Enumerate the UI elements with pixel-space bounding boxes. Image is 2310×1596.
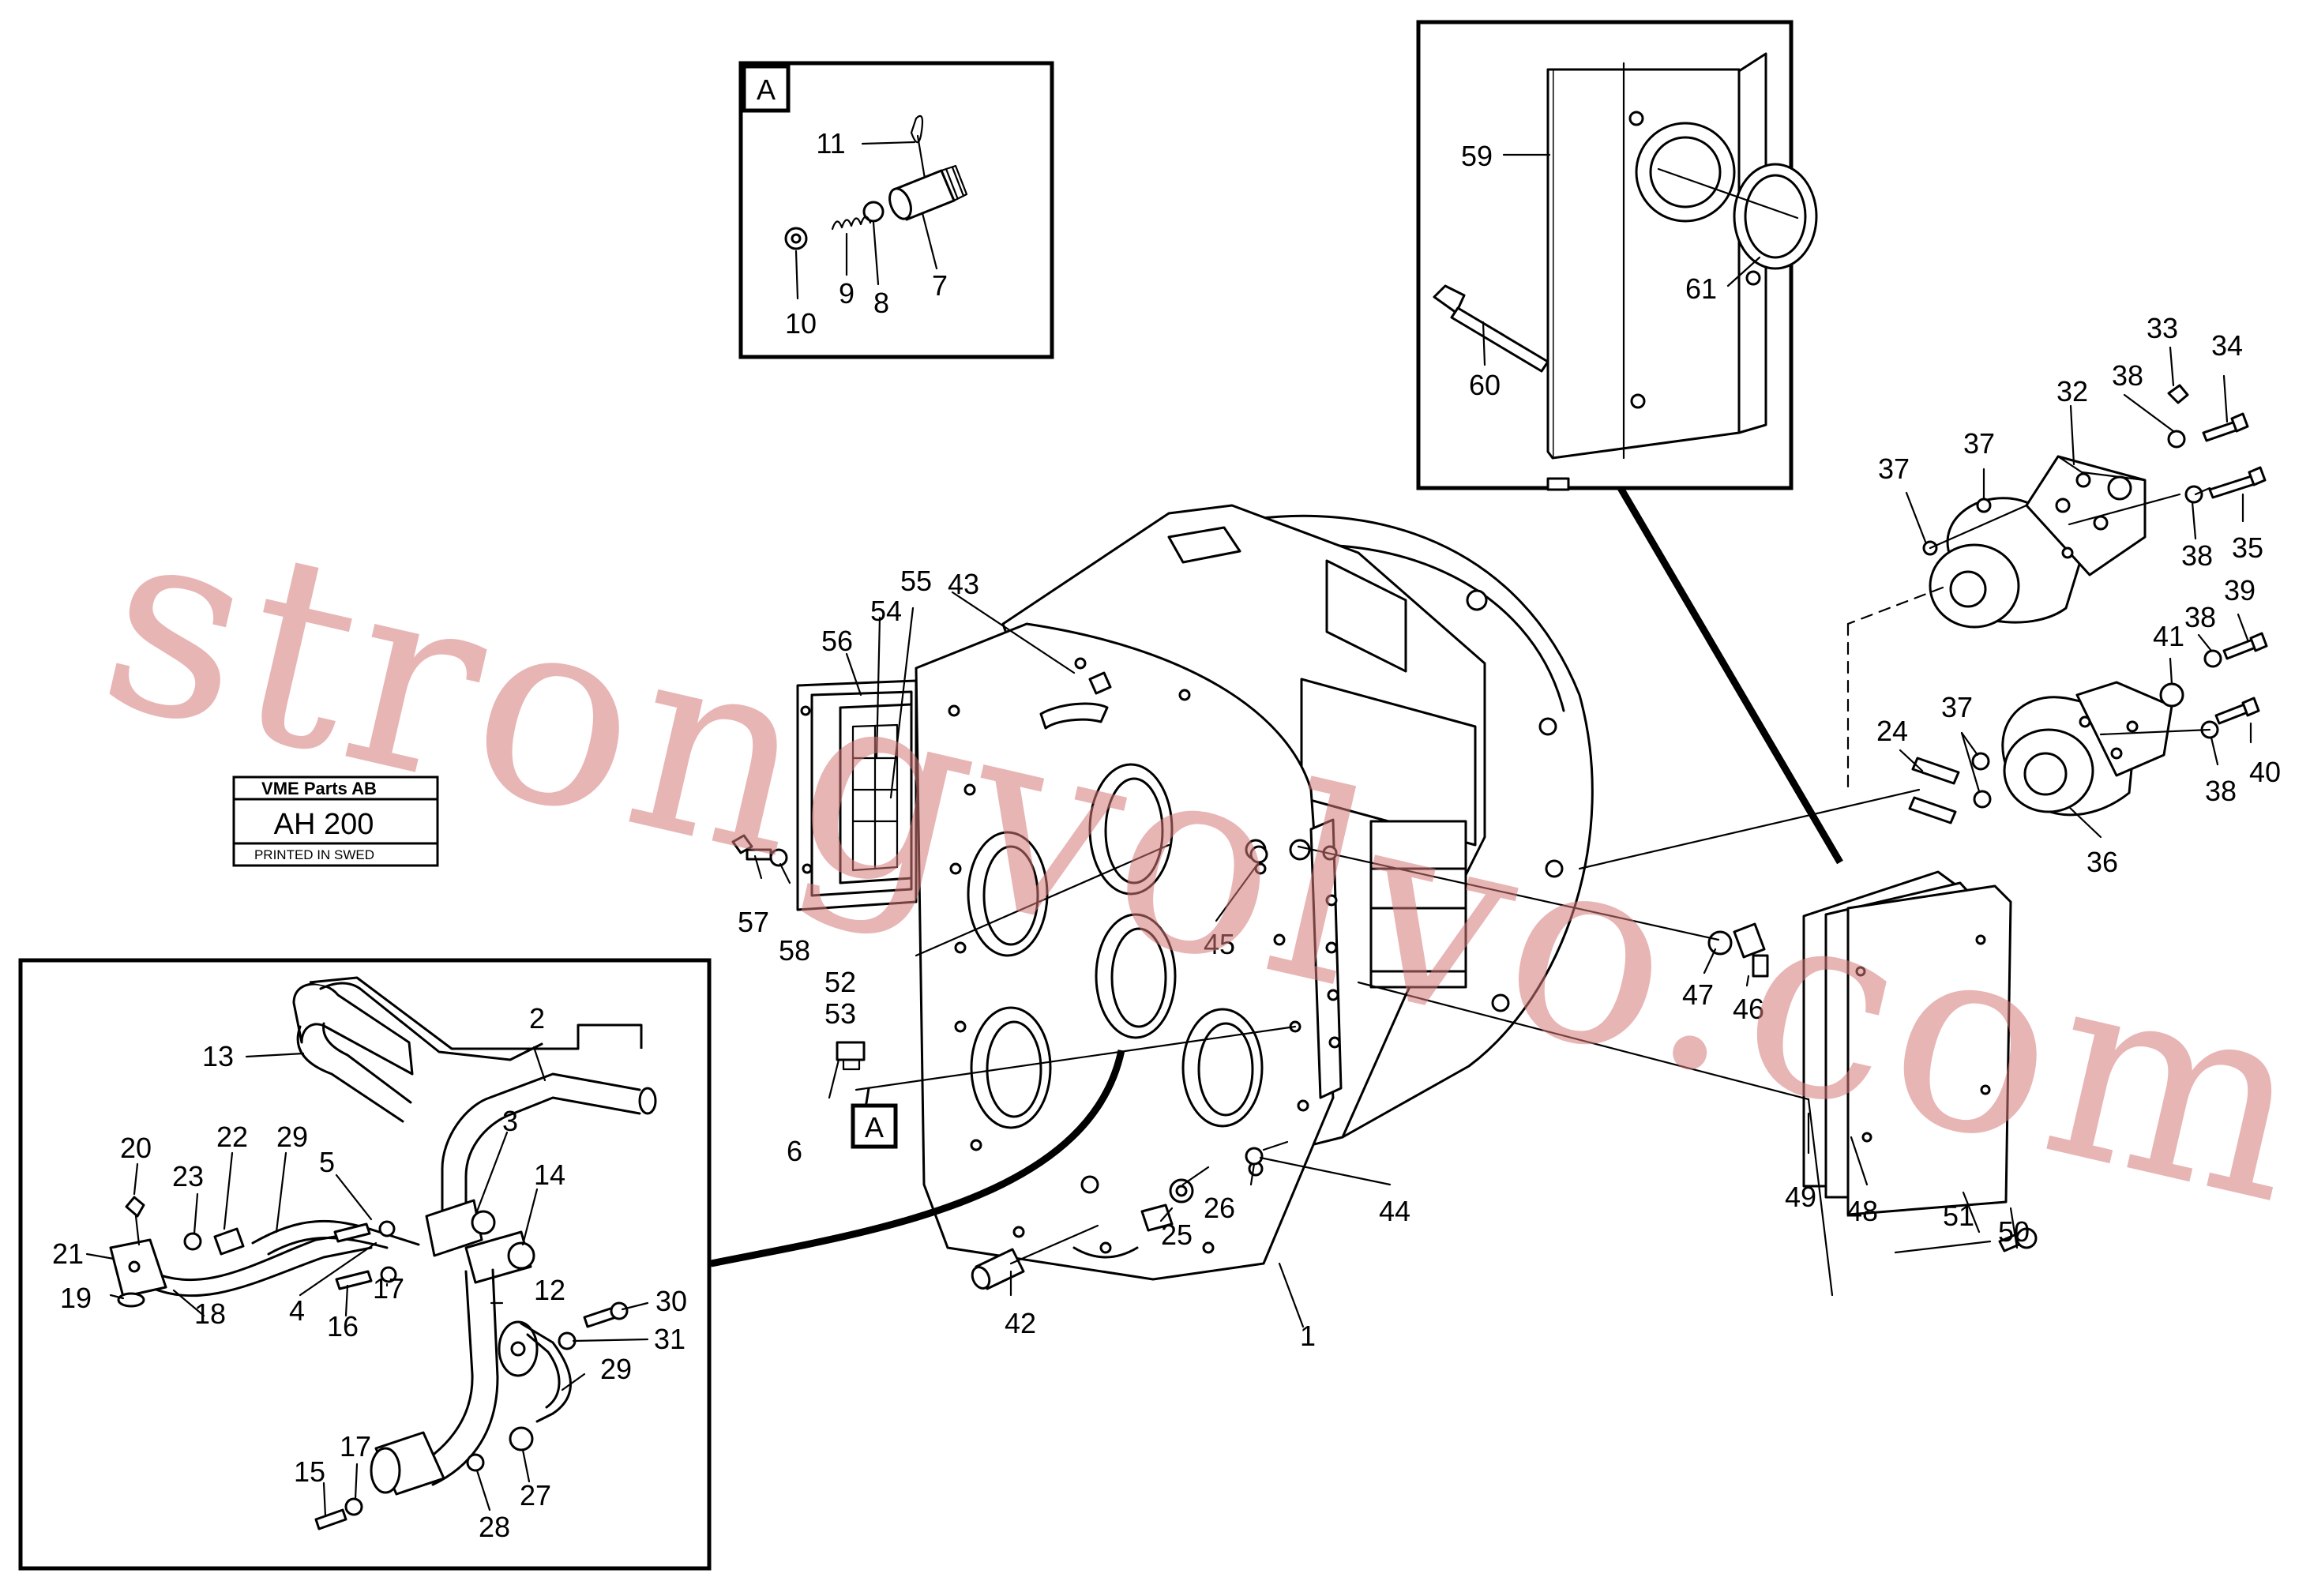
callout-53: 53 [824,997,856,1030]
callout-36: 36 [2087,846,2118,878]
callout-11: 11 [816,127,845,160]
callout-56: 56 [821,625,853,657]
callout-49: 49 [1785,1181,1816,1213]
main-housing [915,504,1594,1281]
callout-59: 59 [1461,140,1493,172]
sticker-printed: PRINTED IN SWED [254,847,374,862]
callout-54: 54 [870,595,902,627]
callout-39: 39 [2224,574,2256,606]
callout-57: 57 [738,906,769,938]
callout-18: 18 [194,1297,226,1330]
callout-19: 19 [60,1282,92,1314]
callout-29-lower: 29 [600,1353,632,1385]
callout-22: 22 [216,1121,248,1153]
callout-40: 40 [2249,756,2281,788]
callout-4: 4 [289,1294,305,1327]
callout-37-left: 37 [1878,453,1910,485]
callout-38-b: 38 [2181,539,2213,572]
bearing-cap-32 [1929,455,2147,629]
callout-1: 1 [1300,1320,1316,1352]
callout-16: 16 [327,1310,359,1343]
callout-13: 13 [202,1040,234,1072]
callout-55: 55 [900,565,932,597]
callout-28: 28 [479,1511,510,1543]
callout-33: 33 [2147,312,2178,344]
callout-14: 14 [534,1159,565,1191]
side-cover-assembly [1802,870,2012,1216]
vme-sticker: VME Parts AB AH 200 PRINTED IN SWED [232,775,439,867]
detail-a-label: A [757,73,776,106]
callout-38-c: 38 [2184,601,2216,633]
sticker-code: AH 200 [274,808,374,841]
callout-44: 44 [1379,1195,1410,1227]
callout-34: 34 [2211,329,2243,362]
callout-41: 41 [2153,620,2184,652]
callout-23: 23 [172,1160,204,1192]
callout-8: 8 [873,287,889,319]
callout-6: 6 [787,1135,802,1167]
callout-9: 9 [839,277,855,310]
callout-50: 50 [1998,1215,2030,1248]
callout-43: 43 [948,568,979,600]
callout-25: 25 [1161,1219,1193,1251]
callout-29-upper: 29 [276,1121,308,1153]
callout-48: 48 [1846,1195,1878,1227]
assembly-lines [710,486,2211,1297]
callout-7: 7 [932,269,948,302]
callout-17-lower: 17 [340,1430,371,1463]
callout-20: 20 [120,1132,152,1164]
callout-52: 52 [824,966,856,998]
callout-24: 24 [1876,715,1908,747]
block-inset: 59 61 60 [1416,20,1843,865]
callout-30: 30 [655,1285,687,1317]
callout-37-top: 37 [1963,427,1995,460]
fasteners-front [731,834,2038,1290]
callout-10: 10 [785,307,817,340]
callout-51: 51 [1943,1200,1974,1232]
callout-37-mid: 37 [1941,691,1973,723]
sticker-company: VME Parts AB [261,779,377,798]
callout-2: 2 [529,1002,545,1035]
callout-38-d: 38 [2205,775,2237,807]
callout-45: 45 [1204,928,1235,960]
callout-38-a: 38 [2112,359,2143,392]
leader-lines [85,346,2252,1518]
bearing-cap-36 [2001,681,2183,817]
callout-5: 5 [319,1146,335,1178]
callout-12: 12 [534,1274,565,1306]
detail-a-inset: A 11 10 9 8 7 [738,61,1054,359]
callout-42: 42 [1005,1307,1036,1339]
callout-58: 58 [779,934,810,967]
callout-35: 35 [2232,531,2263,564]
cover-plate-assembly [796,679,918,911]
callout-17-upper: 17 [373,1272,404,1305]
callouts: 1 2 3 4 5 6 12 13 14 15 16 17 17 18 19 2… [52,312,2281,1543]
callout-21: 21 [52,1237,84,1270]
callout-26: 26 [1204,1192,1235,1224]
detail-a-marker-label: A [865,1111,884,1143]
detail-a-marker-box [851,1103,898,1149]
callout-3: 3 [502,1105,518,1137]
callout-61: 61 [1685,272,1717,305]
callout-47: 47 [1682,978,1714,1011]
oil-lines-inset [18,958,712,1571]
callout-60: 60 [1469,369,1501,401]
callout-31: 31 [654,1323,685,1355]
callout-46: 46 [1733,993,1764,1025]
callout-15: 15 [294,1455,325,1488]
callout-32: 32 [2056,375,2088,407]
callout-27: 27 [520,1479,551,1512]
